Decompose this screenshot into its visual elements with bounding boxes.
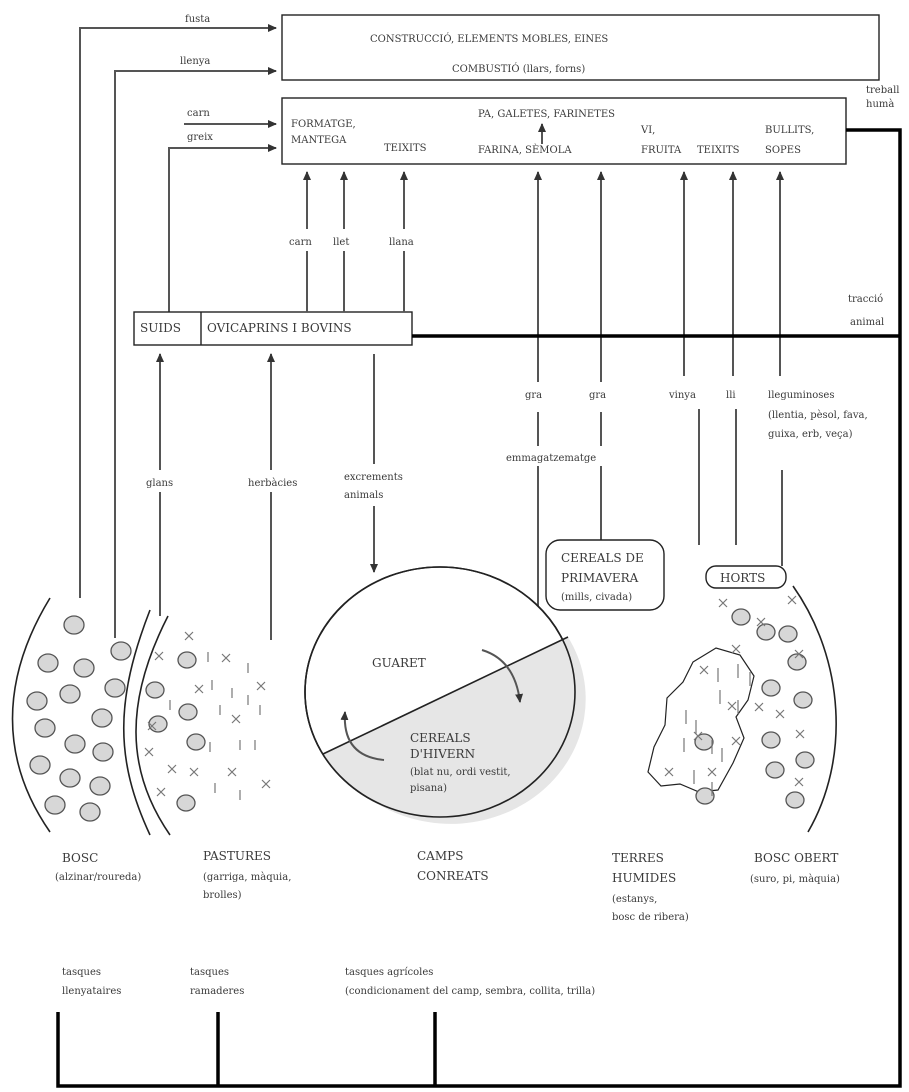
vi-label-2: FRUITA bbox=[641, 145, 682, 156]
pastures-label-1: PASTURES bbox=[203, 849, 271, 863]
cereals-primavera-label-1: CEREALS DE bbox=[561, 551, 644, 565]
terres-humides-vegetation bbox=[664, 598, 776, 805]
bosc-obert-label-2: (suro, pi, màquia) bbox=[750, 874, 840, 885]
rotation-arrow-up bbox=[340, 711, 385, 761]
bosc-label-1: BOSC bbox=[62, 851, 98, 865]
teixits-right-label: TEIXITS bbox=[697, 145, 740, 156]
bullits-label-2: SOPES bbox=[765, 145, 801, 156]
combustio-label: COMBUSTIÓ (llars, forns) bbox=[452, 63, 585, 75]
pastures-label-3: brolles) bbox=[203, 890, 242, 901]
gra-1-label-bg bbox=[520, 382, 556, 412]
bosc-left-boundary bbox=[11, 597, 51, 833]
guaret-label: GUARET bbox=[372, 656, 426, 670]
greix-label: greix bbox=[187, 132, 213, 143]
llenyataires-label-2: llenyataires bbox=[62, 986, 121, 997]
pastures-label-2: (garriga, màquia, bbox=[203, 872, 291, 883]
greix-flow bbox=[168, 144, 277, 312]
glans-label-bg bbox=[140, 470, 188, 492]
lleguminoses-label-1: lleguminoses bbox=[768, 390, 834, 401]
gra-2-label: gra bbox=[589, 390, 606, 401]
lleguminoses-label-2: (llentia, pèsol, fava, bbox=[768, 410, 868, 421]
pastures-boundary bbox=[135, 615, 171, 836]
vinya-label: vinya bbox=[668, 390, 696, 401]
fusta-label: fusta bbox=[185, 14, 210, 25]
construction-combustion-box bbox=[281, 14, 880, 81]
treball-label-2: humà bbox=[866, 99, 894, 110]
vi-label-1: VI, bbox=[640, 125, 655, 136]
llenya-flow bbox=[114, 67, 277, 638]
camps-label-1: CAMPS bbox=[417, 849, 463, 863]
cereals-primavera-label-3: (mills, civada) bbox=[561, 592, 632, 603]
cereals-hivern-label-3: (blat nu, ordi vestit, bbox=[410, 767, 511, 778]
ramaderes-label-2: ramaderes bbox=[190, 986, 244, 997]
traccio-label-2: animal bbox=[850, 317, 884, 328]
gra-1-label: gra bbox=[525, 390, 542, 401]
excrements-label-1: excrements bbox=[344, 472, 403, 483]
horts-box bbox=[705, 565, 787, 589]
bosc-label-2: (alzinar/roureda) bbox=[55, 872, 141, 883]
traccio-label-1: tracció bbox=[848, 294, 883, 305]
animals-box bbox=[133, 311, 413, 346]
cereals-hivern-label-1: CEREALS bbox=[410, 731, 471, 745]
teixits-left-label: TEIXITS bbox=[384, 143, 427, 154]
llet-label: llet bbox=[333, 237, 349, 248]
camps-label-2: CONREATS bbox=[417, 869, 489, 883]
agricoles-label-1: tasques agrícoles bbox=[345, 967, 433, 978]
cereals-primavera-label-2: PRIMAVERA bbox=[561, 571, 639, 585]
cereals-primavera-box bbox=[545, 539, 665, 611]
suids-label: SUIDS bbox=[140, 321, 181, 335]
emmagatzematge-bg bbox=[498, 446, 616, 466]
carn-top-label: carn bbox=[187, 108, 210, 119]
pa-label: PA, GALETES, FARINETES bbox=[478, 109, 615, 120]
lli-label: lli bbox=[726, 390, 736, 401]
rotation-divider bbox=[322, 636, 569, 755]
llenya-label: llenya bbox=[180, 56, 210, 67]
terres-label-1: TERRES bbox=[612, 851, 664, 865]
llenyataires-label-1: tasques bbox=[62, 967, 101, 978]
ovicaprins-label: OVICAPRINS I BOVINS bbox=[207, 321, 352, 335]
excrements-label-bg bbox=[340, 464, 408, 506]
fusta-flow bbox=[79, 24, 277, 598]
farina-label: FARINA, SÈMOLA bbox=[478, 144, 572, 156]
bosc-obert-label-1: BOSC OBERT bbox=[754, 851, 838, 865]
terres-label-2: HUMIDES bbox=[612, 871, 676, 885]
herbacies-label: herbàcies bbox=[248, 478, 297, 489]
formatge-label-1: FORMATGE, bbox=[291, 119, 356, 130]
rotation-arrow-down bbox=[481, 649, 524, 703]
human-labor-line bbox=[56, 128, 902, 1088]
treball-label-1: treball bbox=[866, 85, 899, 96]
bosc-right-boundary bbox=[122, 609, 151, 836]
excrements-label-2: animals bbox=[344, 490, 383, 501]
cereals-hivern-label-4: pisana) bbox=[410, 783, 447, 794]
cereals-hivern-area bbox=[323, 637, 586, 824]
gra-2-label-bg bbox=[584, 382, 620, 412]
ramaderes-label-1: tasques bbox=[190, 967, 229, 978]
llana-label: llana bbox=[389, 237, 414, 248]
emmagatzematge-label: emmagatzematge bbox=[506, 453, 596, 464]
horts-label: HORTS bbox=[720, 571, 765, 585]
terres-label-3: (estanys, bbox=[612, 894, 657, 905]
camps-ellipse-outline bbox=[304, 566, 576, 818]
bosc-trees bbox=[26, 615, 132, 822]
carn-label: carn bbox=[289, 237, 312, 248]
herbacies-label-bg bbox=[240, 470, 320, 492]
formatge-label-2: MANTEGA bbox=[291, 135, 347, 146]
animal-products-label-bg bbox=[282, 229, 432, 251]
pastures-vegetation bbox=[144, 631, 271, 812]
glans-label: glans bbox=[146, 478, 173, 489]
bosc-obert-trees bbox=[754, 595, 815, 809]
agricoles-label-2: (condicionament del camp, sembra, collit… bbox=[345, 986, 595, 997]
bosc-obert-boundary bbox=[792, 585, 837, 833]
food-products-box bbox=[281, 97, 847, 165]
lleguminoses-label-3: guixa, erb, veça) bbox=[768, 429, 853, 440]
construccio-label: CONSTRUCCIÓ, ELEMENTS MOBLES, EINES bbox=[370, 33, 608, 45]
bullits-label-1: BULLITS, bbox=[765, 125, 814, 136]
terres-label-4: bosc de ribera) bbox=[612, 912, 689, 923]
cereals-hivern-label-2: D'HIVERN bbox=[410, 747, 475, 761]
